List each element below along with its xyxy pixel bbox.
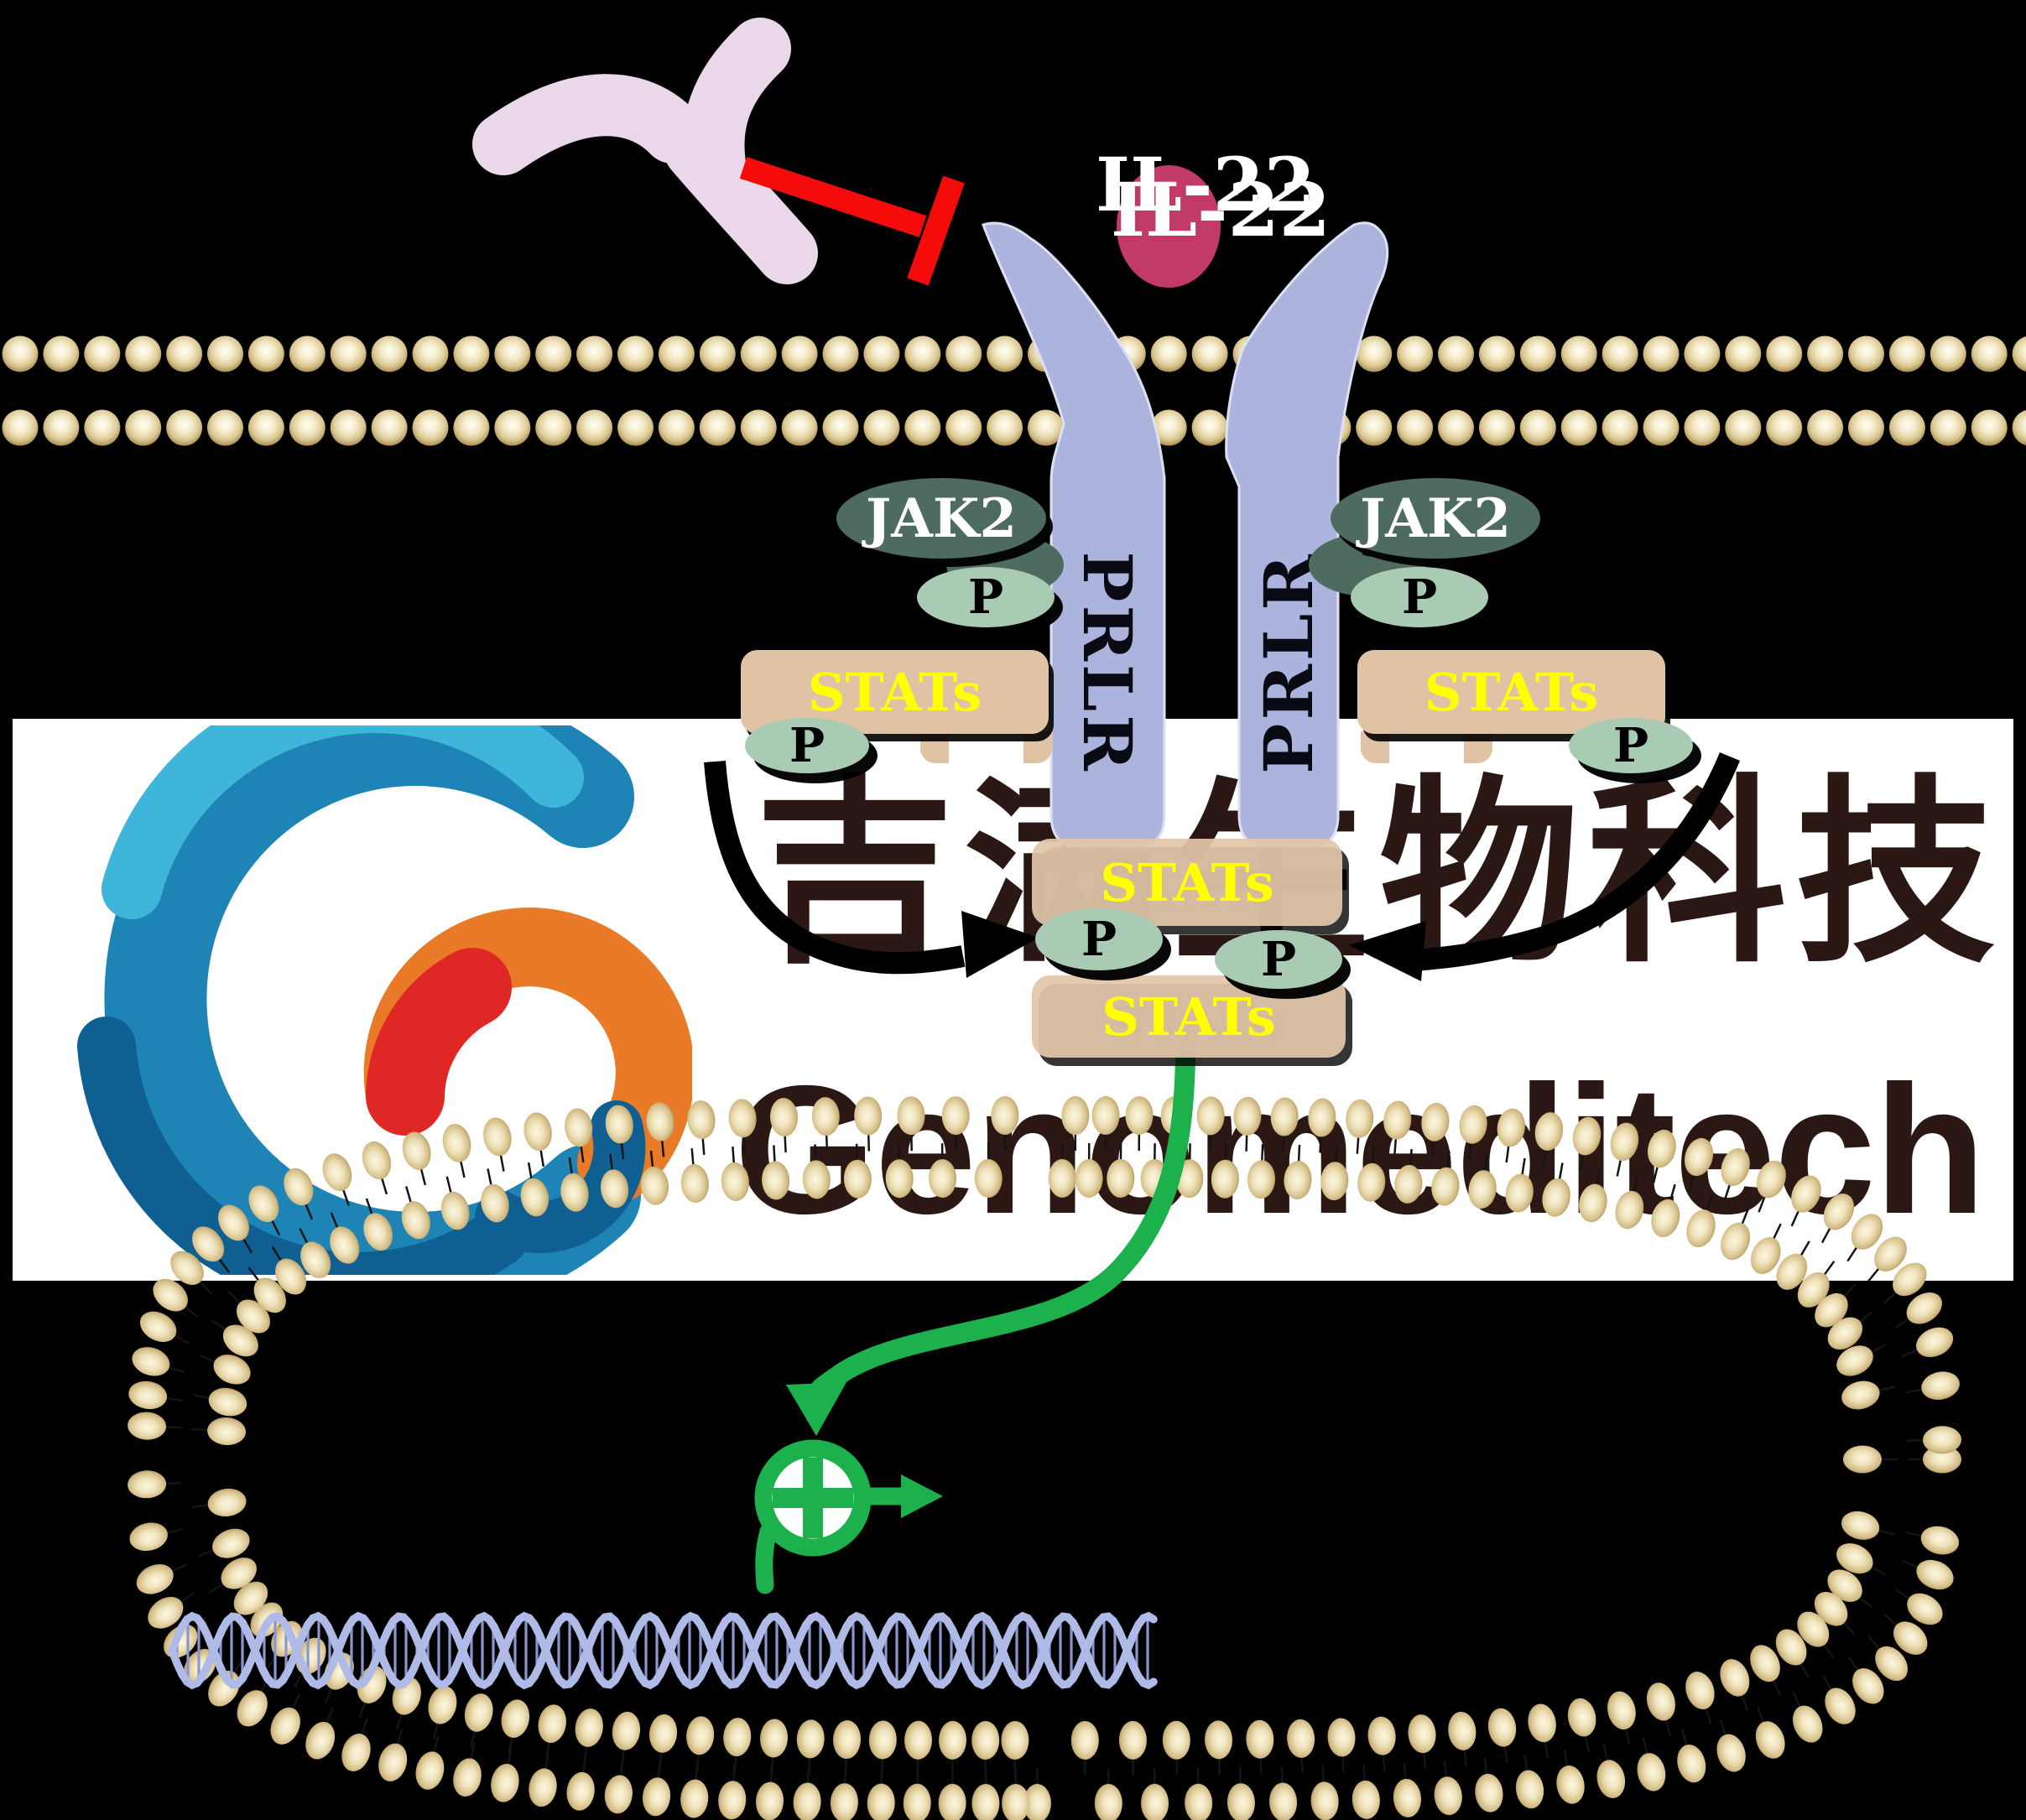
plasma-membrane-beads [2, 335, 2026, 446]
stats-dimer-top: STATs [1032, 839, 1342, 926]
stats-box-right: STATs [1357, 650, 1665, 734]
antibody-stem [664, 118, 818, 284]
jak2-right-label: JAK2 [1359, 486, 1512, 550]
stats-left-notch-tab [920, 731, 949, 763]
stats-right-notch-tab [1361, 731, 1389, 763]
stats-dimer-top-label: STATs [1100, 851, 1274, 913]
stats-left-notch-tab2 [1023, 731, 1052, 763]
recruitment-arrow-left [704, 760, 966, 975]
ligand-circle [1117, 165, 1221, 288]
phospho-dimer-right: P [1215, 930, 1342, 989]
ligand-label: IL-22 [1096, 141, 1316, 228]
phospho-label: P [1612, 718, 1649, 773]
watermark-band: 吉满生物科技 Genomeditech [13, 719, 2013, 1281]
phospho-label: P [789, 718, 826, 773]
stats-left-label: STATs [807, 661, 982, 723]
jak2-right: JAK2 [1331, 478, 1540, 559]
transcription-arrow [809, 1048, 1195, 1401]
stats-box-left: STATs [741, 650, 1049, 734]
inhibition-t-line [739, 157, 965, 286]
jak2-left-label: JAK2 [865, 486, 1018, 550]
transcription-arrowhead [786, 1382, 846, 1436]
logo-darkblue-shade [77, 1017, 529, 1275]
receptor-label-right: PRLR [1249, 551, 1328, 774]
antibody-left-arm [472, 74, 704, 175]
inhibition-shaft [739, 157, 927, 237]
dna-double-helix [168, 1611, 1158, 1690]
stats-right-notch-tab2 [1464, 731, 1492, 763]
blocking-antibody-icon [472, 18, 818, 284]
phospho-jak2-right: P [1351, 567, 1488, 627]
jak2-left: JAK2 [836, 478, 1046, 559]
transcription-site-tail [755, 1522, 778, 1594]
stats-dimer-bottom-label: STATs [1102, 985, 1276, 1048]
phospho-stats-right: P [1569, 718, 1693, 773]
phospho-dimer-left: P [1035, 908, 1163, 970]
stats-right-label: STATs [1424, 661, 1599, 723]
genomeditech-logo-icon [77, 725, 692, 1275]
recruitment-arrow-right [1402, 752, 1741, 972]
recruitment-arrowhead-left [961, 911, 1039, 978]
transcription-start-icon [754, 1439, 943, 1594]
phospho-label: P [967, 569, 1004, 625]
logo-red-swirl [366, 948, 512, 1136]
phospho-label: P [1401, 569, 1438, 625]
receptor-label-left: PRLR [1068, 551, 1147, 774]
phospho-label: P [1081, 912, 1117, 967]
logo-teal-highlight [102, 725, 584, 919]
logo-blue-hook [475, 1100, 646, 1254]
transcription-direction-arrowhead [901, 1474, 943, 1518]
phospho-stats-left: P [745, 718, 869, 773]
recruitment-arrowhead-right [1349, 921, 1426, 981]
stats-dimer-bottom: STATs [1032, 975, 1346, 1058]
ligand-label-echo: IL-22 [1111, 166, 1331, 253]
inhibition-bar [907, 175, 965, 286]
phospho-label: P [1260, 932, 1297, 987]
phospho-jak2-left: P [917, 567, 1055, 627]
nuclear-membrane-beads [128, 1096, 1961, 1820]
stat-recruitment-arrows [704, 752, 1741, 975]
